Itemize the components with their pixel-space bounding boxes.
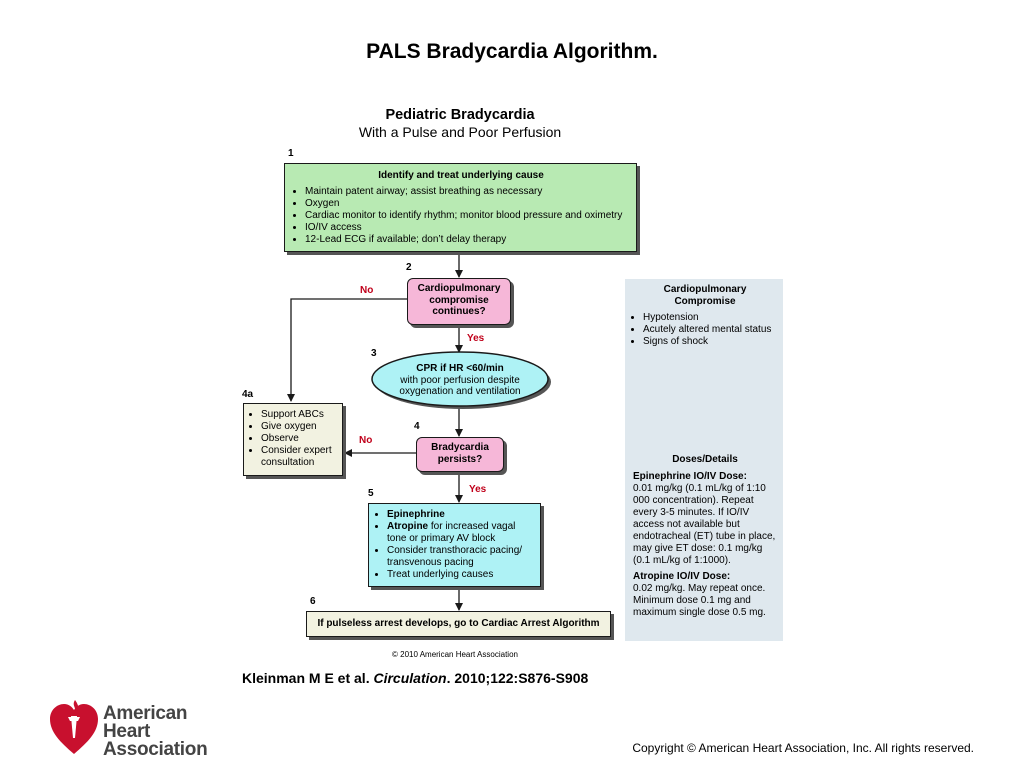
step5-list: Epinephrine Atropine for increased vagal… [374, 509, 536, 581]
flowchart-title-main: Pediatric Bradycardia [385, 107, 535, 123]
step3-text: CPR if HR <60/min with poor perfusion de… [388, 363, 532, 398]
step1-number: 1 [288, 148, 294, 159]
sidebar-compromise-list: Hypotension Acutely altered mental statu… [633, 312, 777, 348]
sidebar-epi-header: Epinephrine IO/IV Dose: [633, 471, 747, 482]
sidebar-compromise-item: Acutely altered mental status [643, 324, 777, 336]
flowchart-subtitle: With a Pulse and Poor Perfusion [358, 124, 562, 140]
flowchart-copyright: © 2010 American Heart Association [392, 650, 518, 659]
step4a-item: Give oxygen [261, 421, 338, 433]
step6-number: 6 [310, 596, 316, 607]
step1-list: Maintain patent airway; assist breathing… [292, 186, 630, 246]
footer-copyright: Copyright © American Heart Association, … [632, 741, 974, 755]
logo-text-american: American [103, 703, 188, 724]
step3-line2: with poor perfusion despite oxygenation … [399, 374, 521, 398]
logo-text-heart: Heart [103, 721, 151, 742]
sidebar-doses-header: Doses/Details [672, 454, 738, 465]
citation: Kleinman M E et al. Circulation. 2010;12… [242, 670, 588, 686]
step4-box: Bradycardia persists? [416, 437, 504, 472]
arrow-2-no-to-4a [287, 298, 407, 402]
sidebar-compromise-item: Hypotension [643, 312, 777, 324]
sidebar-compromise-header: Cardiopulmonary Compromise [663, 284, 747, 307]
step4a-box: Support ABCs Give oxygen Observe Conside… [243, 403, 343, 476]
sidebar-atropine-header: Atropine IO/IV Dose: [633, 571, 731, 582]
step4a-item: Observe [261, 433, 338, 445]
flowchart-title: Pediatric Bradycardia With a Pulse and P… [290, 107, 630, 141]
logo-text-association: Association [103, 739, 208, 760]
slide-title: PALS Bradycardia Algorithm. [366, 40, 658, 63]
citation-journal: Circulation [373, 670, 447, 686]
step3-ellipse [371, 351, 549, 407]
step4-yes-label: Yes [469, 484, 487, 495]
step5-number: 5 [368, 488, 374, 499]
step2-number: 2 [406, 262, 412, 273]
citation-ref: . 2010;122:S876-S908 [446, 670, 589, 686]
step4a-list: Support ABCs Give oxygen Observe Conside… [248, 409, 338, 469]
sidebar-panel: Cardiopulmonary Compromise Hypotension A… [625, 279, 783, 641]
step1-header: Identify and treat underlying cause [378, 170, 544, 181]
step4a-number: 4a [242, 389, 254, 400]
step2-box: Cardiopulmonary compromise continues? [407, 278, 511, 325]
step4a-item: Consider expert consultation [261, 445, 338, 469]
step2-no-label: No [360, 285, 374, 296]
step4-number: 4 [414, 421, 420, 432]
step1-item: Maintain patent airway; assist breathing… [305, 186, 630, 198]
step5-item-epinephrine: Epinephrine [387, 509, 536, 521]
sidebar-epi-text: 0.01 mg/kg (0.1 mL/kg of 1:10 000 concen… [633, 483, 776, 566]
citation-authors: Kleinman M E et al. [242, 670, 374, 686]
heart-torch-icon [50, 700, 98, 754]
step1-item: IO/IV access [305, 222, 630, 234]
step3-line1: CPR if HR <60/min [416, 363, 504, 374]
step4a-item: Support ABCs [261, 409, 338, 421]
step5-item-causes: Treat underlying causes [387, 569, 536, 581]
step3-number: 3 [371, 348, 377, 359]
step1-item: Oxygen [305, 198, 630, 210]
aha-logo: American Heart Association [48, 698, 208, 759]
step5-box: Epinephrine Atropine for increased vagal… [368, 503, 541, 587]
step2-yes-label: Yes [467, 333, 485, 344]
step1-item: Cardiac monitor to identify rhythm; moni… [305, 210, 630, 222]
step4-no-label: No [359, 435, 373, 446]
sidebar-atropine-text: 0.02 mg/kg. May repeat once. Minimum dos… [633, 583, 766, 618]
step5-item-atropine: Atropine for increased vagal tone or pri… [387, 521, 536, 545]
step6-box: If pulseless arrest develops, go to Card… [306, 611, 611, 637]
step1-item: 12-Lead ECG if available; don’t delay th… [305, 234, 630, 246]
sidebar-compromise-item: Signs of shock [643, 336, 777, 348]
step1-box: Identify and treat underlying cause Main… [284, 163, 637, 252]
step5-item-pacing: Consider transthoracic pacing/ transveno… [387, 545, 536, 569]
